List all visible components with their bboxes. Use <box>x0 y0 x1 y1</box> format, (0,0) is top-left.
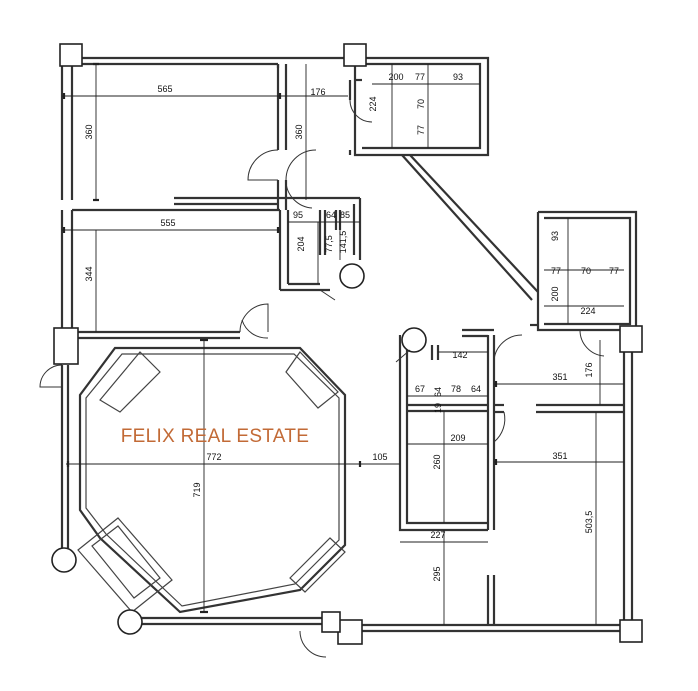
dim-label: 227 <box>430 530 445 540</box>
doors <box>39 99 605 658</box>
dim-label: 176 <box>310 87 325 97</box>
dim-label: 64 <box>433 387 443 397</box>
column-round <box>117 609 143 635</box>
dim-label: 85 <box>340 210 350 220</box>
dimension-lines <box>62 64 624 625</box>
octagon-hall <box>77 346 347 614</box>
dim-label: 77,5 <box>324 235 334 253</box>
structural-columns <box>51 43 643 645</box>
dim-label: 142 <box>452 350 467 360</box>
column-square <box>53 327 79 365</box>
column-round <box>339 263 365 289</box>
dim-label: 70 <box>416 99 426 109</box>
dim-label: 719 <box>192 482 202 497</box>
dim-label: 772 <box>206 452 221 462</box>
column-square <box>619 619 643 643</box>
dim-label: 93 <box>453 72 463 82</box>
dim-label: 295 <box>432 566 442 581</box>
dimension-ticks <box>62 62 498 614</box>
dim-label: 209 <box>450 433 465 443</box>
dim-label: 260 <box>432 454 442 469</box>
dim-label: 64 <box>471 384 481 394</box>
exterior-walls <box>60 56 638 633</box>
dim-label: 77 <box>416 125 426 135</box>
dim-label: 204 <box>296 236 306 251</box>
dim-label: 78 <box>451 384 461 394</box>
dim-label: 200 <box>550 286 560 301</box>
column-square <box>343 43 367 67</box>
dim-label: 77 <box>609 266 619 276</box>
dim-label: 64 <box>326 210 336 220</box>
dim-label: 224 <box>368 96 378 111</box>
column-square <box>337 619 363 645</box>
dim-label: 67 <box>415 384 425 394</box>
brand-watermark: FELIX REAL ESTATE <box>121 426 309 447</box>
dim-label: 351 <box>552 372 567 382</box>
dim-label: 141,5 <box>338 231 348 254</box>
dim-label: 19 <box>433 403 443 413</box>
column-round <box>401 327 427 353</box>
column-round <box>51 547 77 573</box>
dim-label: 360 <box>84 124 94 139</box>
dim-label: 503,5 <box>584 511 594 534</box>
column-square <box>321 611 341 633</box>
dim-label: 105 <box>372 452 387 462</box>
dim-label: 344 <box>84 266 94 281</box>
dim-label: 565 <box>157 84 172 94</box>
column-square <box>619 325 643 353</box>
dim-label: 200 <box>388 72 403 82</box>
dim-label: 77 <box>415 72 425 82</box>
dim-label: 70 <box>581 266 591 276</box>
dim-label: 555 <box>160 218 175 228</box>
dim-label: 93 <box>550 231 560 241</box>
dim-label: 77 <box>551 266 561 276</box>
dimension-labels: 565 360 360 176 224 200 77 93 70 77 555 … <box>84 72 619 582</box>
interior-walls <box>72 64 624 625</box>
dim-label: 360 <box>294 124 304 139</box>
dim-label: 351 <box>552 451 567 461</box>
dim-label: 224 <box>580 306 595 316</box>
dim-label: 95 <box>293 210 303 220</box>
dim-label: 176 <box>584 362 594 377</box>
column-square <box>59 43 83 67</box>
